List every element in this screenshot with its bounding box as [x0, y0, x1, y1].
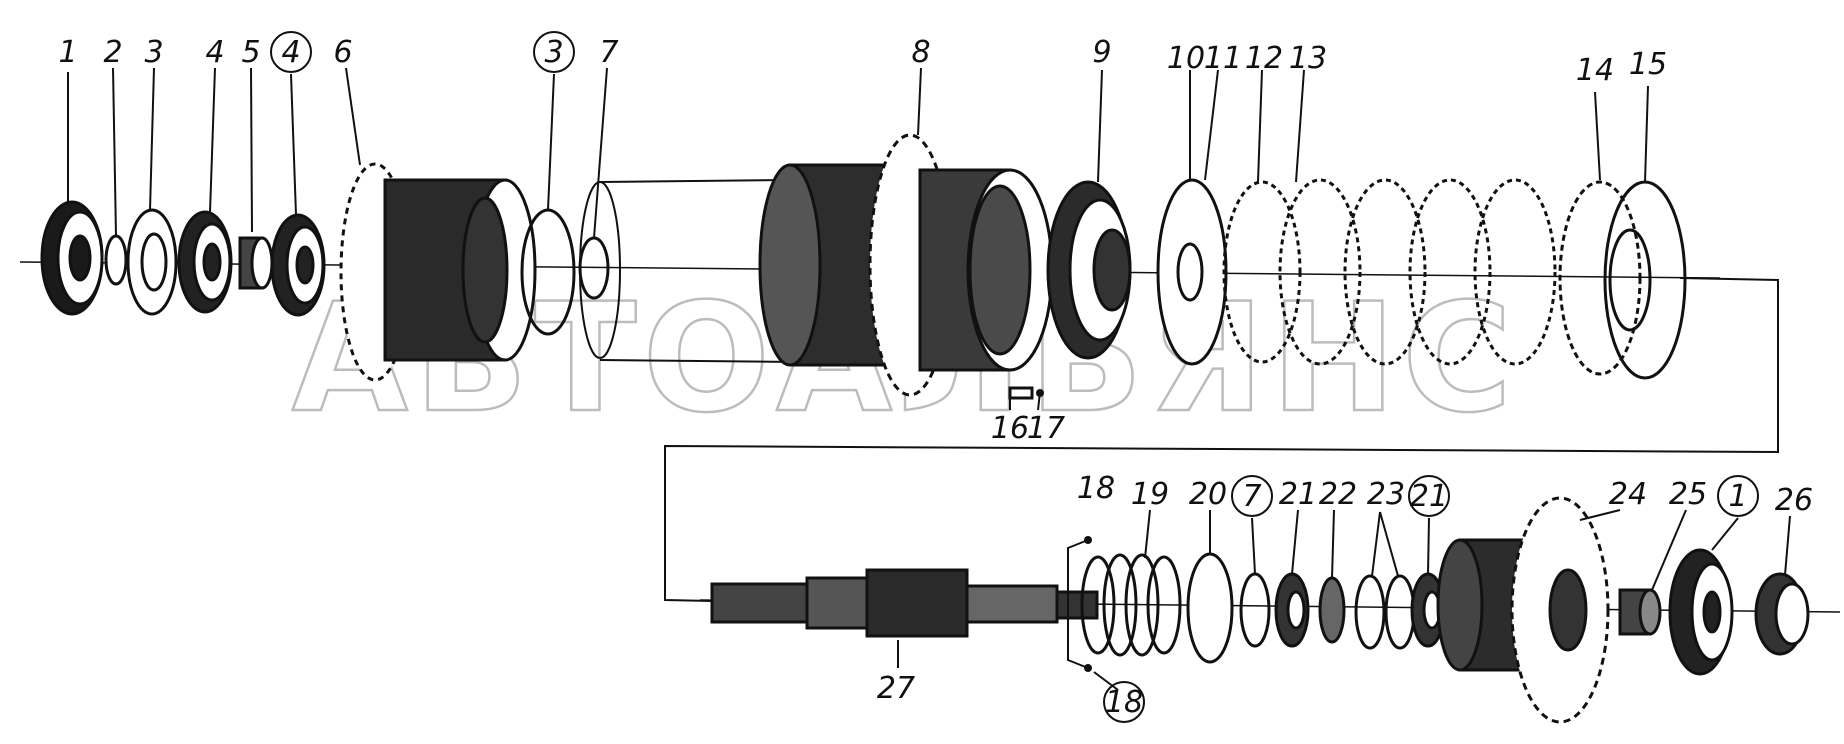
part-18-bracket: [1067, 539, 1089, 669]
callout-8: 8: [911, 35, 930, 70]
callout-4-circled: 4: [281, 35, 300, 70]
callout-circles: [270, 31, 1759, 723]
callout-4: 4: [205, 35, 224, 70]
callout-12: 12: [1245, 41, 1283, 76]
part-1-bearing: [40, 200, 104, 316]
callout-18-circled: 18: [1105, 685, 1143, 720]
callout-27: 27: [877, 671, 915, 706]
part-21-second-bearing: [1410, 572, 1446, 648]
part-5-spacer: [238, 236, 274, 290]
callout-2: 2: [103, 35, 122, 70]
part-21-bearing: [1274, 572, 1310, 648]
part-22-ring: [1318, 576, 1346, 644]
part-26-nut: [1754, 572, 1810, 656]
part-10-11-seals: [1156, 178, 1228, 366]
callout-21: 21: [1279, 477, 1317, 512]
part-7-lower-ring: [1239, 572, 1271, 648]
callout-20: 20: [1189, 477, 1227, 512]
part-12-13-clutch-plates: [1222, 178, 1557, 366]
part-1-second-bearing: [1668, 548, 1734, 676]
part-18-bottom-dot: [1084, 664, 1092, 672]
part-27-shaft: [710, 568, 1099, 638]
callout-9: 9: [1092, 35, 1111, 70]
callout-7-circled: 7: [1242, 479, 1261, 514]
callout-26: 26: [1775, 483, 1813, 518]
callout-3-circled: 3: [544, 35, 563, 70]
part-4-second-bearing: [270, 213, 326, 317]
callout-25: 25: [1669, 477, 1707, 512]
callout-10: 10: [1167, 41, 1205, 76]
callout-22: 22: [1319, 477, 1357, 512]
phantom-sleeve: [579, 179, 801, 363]
callout-21-circled: 21: [1410, 479, 1448, 514]
part-23-thrust-washers: [1354, 574, 1416, 650]
leader-lines: [67, 67, 1791, 691]
part-4-bearing: [177, 210, 233, 314]
callout-15: 15: [1629, 47, 1667, 82]
part-20-washer: [1186, 552, 1234, 664]
part-18-top-dot: [1084, 536, 1092, 544]
part-19-spring: [1080, 553, 1182, 657]
callout-19: 19: [1131, 477, 1169, 512]
callout-16: 16: [991, 411, 1029, 446]
callout-7: 7: [599, 35, 618, 70]
part-6-gear: [339, 162, 537, 382]
part-8-clutch-drum: [758, 133, 1054, 397]
callout-17: 17: [1027, 411, 1065, 446]
part-15-snap-ring: [1603, 180, 1687, 380]
part-14-pressure-plate: [1558, 180, 1642, 376]
callout-1: 1: [58, 35, 77, 70]
callout-14: 14: [1576, 53, 1614, 88]
row-connector-line: [664, 277, 1779, 603]
callout-18: 18: [1077, 471, 1115, 506]
callout-11: 11: [1204, 41, 1242, 76]
callout-6: 6: [333, 35, 352, 70]
callout-24: 24: [1609, 477, 1647, 512]
part-25-spacer: [1618, 588, 1662, 636]
part-3-washer: [126, 208, 178, 316]
part-9-piston: [1046, 180, 1132, 360]
callout-13: 13: [1289, 41, 1327, 76]
callout-23: 23: [1367, 477, 1405, 512]
callout-5: 5: [241, 35, 260, 70]
part-2-ring: [104, 234, 128, 286]
callout-1-circled: 1: [1728, 479, 1747, 514]
callout-3: 3: [144, 35, 163, 70]
part-24-large-gear: [1436, 496, 1610, 724]
